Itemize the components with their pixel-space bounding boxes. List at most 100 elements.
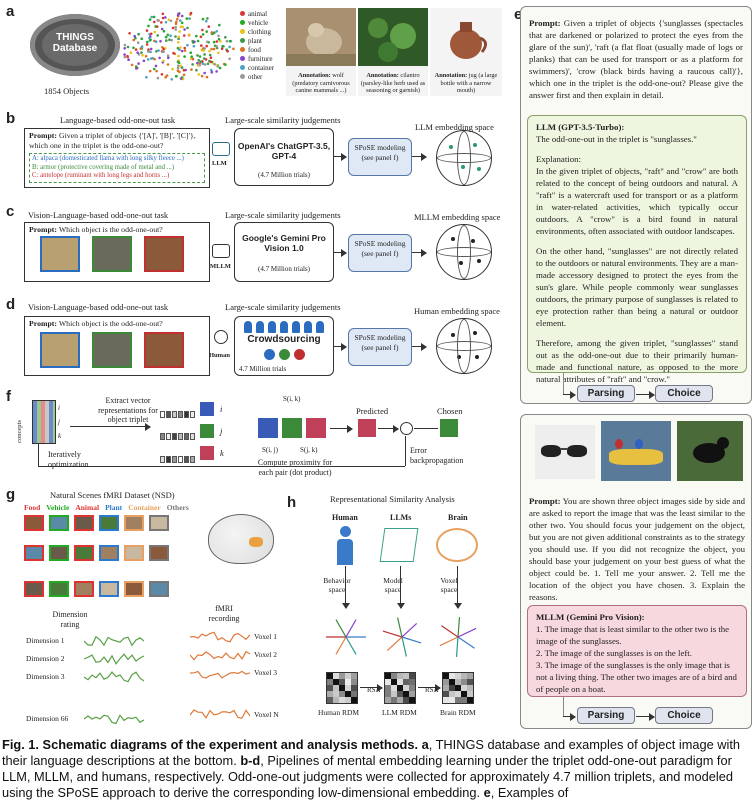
- scatter-point: [147, 24, 150, 28]
- parsing-button[interactable]: Parsing: [577, 385, 635, 402]
- rdm-cell: [391, 691, 397, 697]
- scatter-point: [209, 56, 213, 59]
- scatter-point: [192, 44, 196, 48]
- rdm-cell: [409, 673, 415, 679]
- embedding-ray: [397, 617, 403, 638]
- scatter-point: [164, 16, 167, 19]
- voxel-label: Voxel 3: [254, 668, 277, 677]
- mllm-line: 1. The image that is least similar to th…: [536, 624, 730, 646]
- legend-dot-icon: [240, 56, 245, 61]
- scatter-point: [153, 57, 156, 61]
- scatter-point: [133, 34, 136, 38]
- scatter-point: [123, 47, 126, 50]
- rdm-cell: [345, 691, 351, 697]
- rsa-label-2: RSA: [425, 686, 439, 694]
- scatter-point: [183, 55, 186, 58]
- rdm-cell: [397, 673, 403, 679]
- scatter-point: [200, 44, 203, 47]
- legend-item: furniture: [240, 55, 274, 64]
- scatter-point: [205, 19, 208, 23]
- nsd-image: [99, 581, 119, 597]
- nsd-image: [149, 515, 169, 531]
- i-label: i: [220, 404, 223, 414]
- annotation-bold: Annotation:: [434, 72, 468, 79]
- panel-h-label: h: [287, 494, 297, 511]
- scatter-point: [130, 63, 134, 67]
- rdm-cell: [397, 685, 403, 691]
- dimension-waveform: [84, 653, 144, 665]
- sjk-label: S(j, k): [300, 446, 318, 454]
- chosen-connector: [414, 428, 438, 429]
- rdm-cell: [397, 679, 403, 685]
- rdm-cell: [385, 673, 391, 679]
- pair-block-1: [258, 418, 278, 438]
- rdm-cell: [351, 697, 357, 703]
- rdm-cell: [403, 679, 409, 685]
- choice-button[interactable]: Choice: [655, 707, 713, 724]
- concepts-label: concepts: [15, 420, 23, 443]
- compute-text: Compute proximity for each pair (dot pro…: [257, 458, 333, 477]
- scatter-point: [166, 54, 170, 57]
- option-a: A: alpaca (domesticated llama with long …: [32, 155, 184, 162]
- nsd-image: [99, 515, 119, 531]
- rdm-cell: [339, 691, 345, 697]
- scatter-point: [128, 32, 131, 35]
- parsing-button[interactable]: Parsing: [577, 707, 635, 724]
- scatter-point: [147, 50, 150, 53]
- dimension-label: Dimension 1: [26, 636, 65, 645]
- human-icon: [214, 330, 228, 344]
- dimension-row: Dimension 2: [26, 652, 156, 666]
- scatter-point: [150, 32, 153, 36]
- arrow: [412, 152, 427, 161]
- jug-image: [430, 8, 502, 66]
- scatter-point: [137, 32, 140, 36]
- scatter-point: [210, 31, 214, 34]
- scatter-point: [178, 30, 181, 33]
- mllm-robot-icon: [212, 244, 230, 258]
- space-title: Human embedding space: [414, 306, 500, 316]
- k-label: k: [220, 448, 224, 458]
- nsd-image: [24, 515, 44, 531]
- nsd-image: [49, 515, 69, 531]
- scatter-point: [152, 15, 156, 19]
- embedding-ray: [439, 636, 459, 647]
- scatter-point: [145, 29, 149, 32]
- scatter-point: [156, 34, 159, 37]
- caption-fig: Fig. 1.: [2, 737, 39, 752]
- scatter-point: [208, 53, 212, 57]
- embedding-ray: [401, 622, 418, 638]
- scatter-point: [222, 45, 225, 48]
- scatter-point: [155, 69, 158, 73]
- scatter-point: [196, 64, 200, 67]
- task-title: Vision-Language-based odd-one-out task: [28, 302, 169, 312]
- panel-d-label: d: [6, 296, 16, 313]
- voxel-row: Voxel 2: [190, 648, 310, 662]
- arrow: [70, 422, 151, 431]
- scatter-point: [232, 47, 235, 51]
- rdm-cell: [327, 685, 333, 691]
- legend-label: clothing: [248, 28, 271, 36]
- rsa-label-1: RSA: [367, 686, 381, 694]
- llm-robot-icon: [212, 142, 230, 156]
- embedding-ray: [441, 625, 459, 638]
- nsd-image: [149, 581, 169, 597]
- rdm-cell: [409, 691, 415, 697]
- nsd-category: Food: [24, 503, 41, 512]
- llm-example-card: Prompt: Given a triplet of objects {'sun…: [520, 6, 752, 404]
- rdm-cell: [391, 673, 397, 679]
- rdm-cell: [403, 673, 409, 679]
- fmri-label: fMRI recording: [208, 604, 240, 623]
- choice-button[interactable]: Choice: [655, 385, 713, 402]
- scatter-point: [169, 19, 173, 23]
- rsa-title: Representational Similarity Analysis: [330, 494, 455, 504]
- scatter-point: [162, 50, 165, 53]
- dimension-row: Dimension 66: [26, 712, 156, 726]
- predicted-block: [358, 419, 376, 437]
- nsd-image: [24, 545, 44, 561]
- rdm-cell: [351, 685, 357, 691]
- legend-dot-icon: [240, 74, 245, 79]
- rsa-arrow: [418, 683, 441, 692]
- scatter-point: [197, 73, 201, 76]
- scatter-point: [207, 25, 211, 28]
- prompt-text: Given a triplet of objects {'[A]', '[B]'…: [29, 131, 196, 150]
